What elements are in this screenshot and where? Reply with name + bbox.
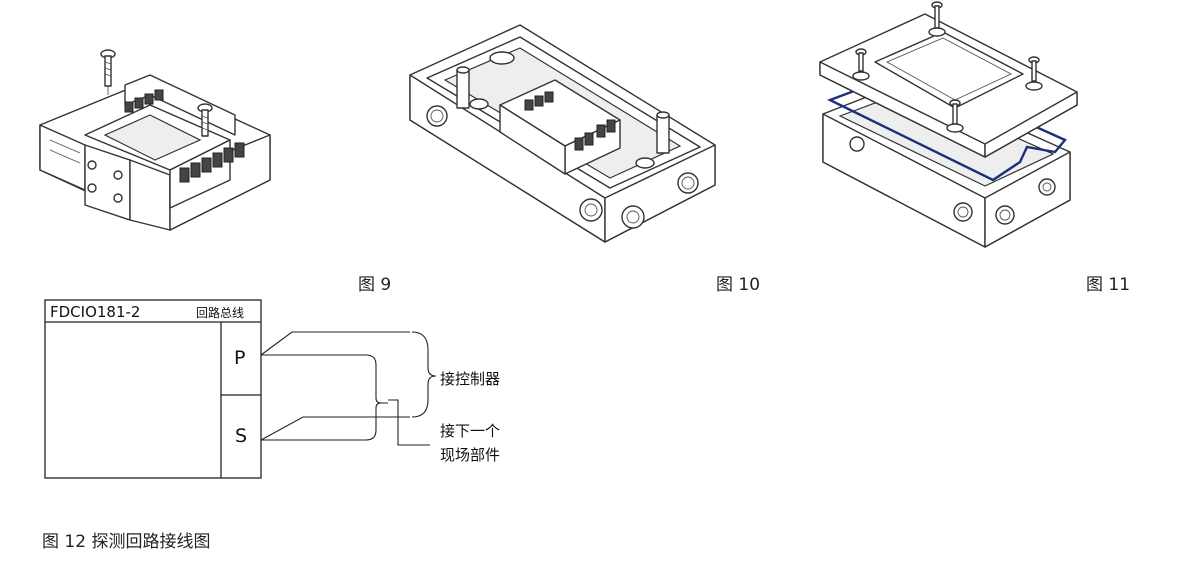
- figure-12-caption: 图 12 探测回路接线图: [42, 532, 211, 552]
- controller-brace: [411, 331, 437, 418]
- next-device-leader: [388, 399, 430, 446]
- terminal-s-label: S: [235, 425, 247, 447]
- to-controller-label: 接控制器: [440, 370, 500, 388]
- figure-9-caption: 图 9: [358, 275, 392, 295]
- terminal-p-label: P: [234, 347, 245, 369]
- wiring-diagram: FDCIO181-2 回路总线 P S 接控制器 接下一个 现场部件: [0, 290, 600, 490]
- figure-10-caption: 图 10: [716, 275, 761, 295]
- to-next-label-line2: 现场部件: [440, 446, 500, 464]
- device-name: FDCIO181-2: [50, 303, 140, 321]
- bus-label: 回路总线: [196, 305, 244, 320]
- figure-11-caption: 图 11: [1086, 275, 1131, 295]
- device-box: [44, 299, 262, 479]
- figure-11-illustration: [815, 1, 1080, 252]
- to-next-label-line1: 接下一个: [440, 422, 500, 440]
- figure-9-illustration: [30, 40, 280, 240]
- s-wires: [260, 402, 410, 441]
- p-wires: [260, 331, 410, 404]
- figure-10-illustration: [405, 20, 725, 245]
